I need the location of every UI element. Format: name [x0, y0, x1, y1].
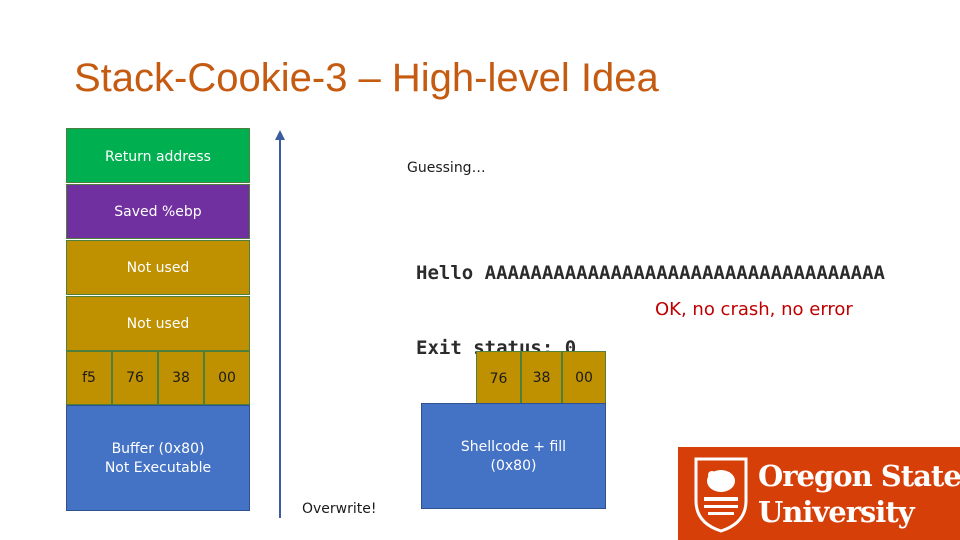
- overwrite-label: Overwrite!: [302, 501, 377, 517]
- return-address-label: Return address: [105, 149, 211, 165]
- saved-ebp-label: Saved %ebp: [114, 203, 202, 220]
- buffer-block: Buffer (0x80) Not Executable: [66, 405, 250, 511]
- overwrite-byte-00: 00: [562, 351, 606, 406]
- terminal-line-1: Hello AAAAAAAAAAAAAAAAAAAAAAAAAAAAAAAAAA…: [416, 262, 885, 284]
- guessing-label: Guessing…: [407, 160, 486, 176]
- stack-growth-arrow: [275, 130, 285, 518]
- overwrite-byte-76: 76: [476, 351, 521, 406]
- cookie-byte-38: 38: [158, 351, 204, 405]
- shellcode-label-1: Shellcode + fill: [460, 438, 567, 455]
- not-used-label-1: Not used: [126, 259, 190, 276]
- result-message: OK, no crash, no error: [655, 299, 853, 320]
- buffer-label-2: Not Executable: [104, 459, 212, 476]
- terminal-output: Hello AAAAAAAAAAAAAAAAAAAAAAAAAAAAAAAAAA…: [416, 211, 934, 386]
- logo-text-line-2: University: [758, 495, 915, 529]
- cookie-byte-76: 76: [112, 351, 158, 405]
- not-used-block-1: Not used: [66, 240, 250, 295]
- not-used-block-2: Not used: [66, 296, 250, 351]
- not-used-label-2: Not used: [126, 315, 190, 332]
- overwrite-byte-38: 38: [521, 351, 562, 406]
- cookie-byte-00: 00: [204, 351, 250, 405]
- return-address-block: Return address: [66, 128, 250, 183]
- shellcode-label-2: (0x80): [490, 457, 537, 474]
- oregon-state-logo: Oregon State University: [678, 447, 960, 540]
- slide-title: Stack-Cookie-3 – High-level Idea: [74, 56, 659, 100]
- beaver-seal-icon: [694, 457, 748, 533]
- logo-text-line-1: Oregon State: [758, 459, 960, 493]
- shellcode-block: Shellcode + fill (0x80): [421, 403, 606, 509]
- cookie-byte-f5: f5: [66, 351, 112, 405]
- buffer-label-1: Buffer (0x80): [111, 440, 205, 457]
- saved-ebp-block: Saved %ebp: [66, 184, 250, 239]
